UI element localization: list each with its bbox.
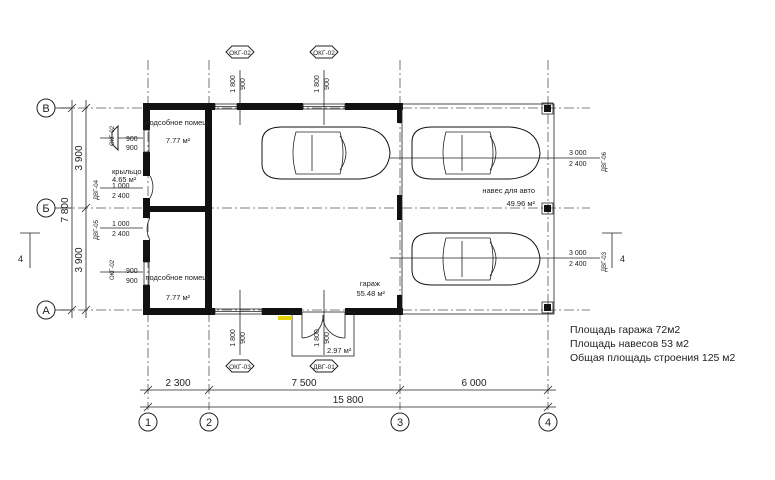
mark-okg02-top-left: ОКГ-02 xyxy=(225,45,255,59)
dim-bottom-3: 6 000 xyxy=(461,378,486,389)
size-left-2400b: 2 400 xyxy=(112,231,130,238)
mark-okg02-top-right: ОКГ-02 xyxy=(309,45,339,59)
mark-dvg01-bottom: ДВГ-01 xyxy=(309,359,339,373)
car-canopy-bottom xyxy=(411,232,541,286)
svg-text:А: А xyxy=(42,305,50,317)
room-podsobnoe-bottom-area: 7.77 м² xyxy=(166,293,191,302)
size-right-bottom-3000: 3 000 xyxy=(569,250,587,257)
mark-dvg05-left: ДВГ-05 xyxy=(94,219,100,240)
room-naves-area: 49.96 м² xyxy=(506,199,535,208)
room-kryltso-name: крыльцо xyxy=(112,167,142,176)
svg-text:В: В xyxy=(42,103,49,115)
svg-text:2: 2 xyxy=(206,417,212,429)
size-right-top-2400: 2 400 xyxy=(569,161,587,168)
axis-bubble-A: А xyxy=(36,300,72,320)
svg-text:4: 4 xyxy=(620,254,625,264)
size-right-bottom-2400: 2 400 xyxy=(569,261,587,268)
mark-okg02-left-bottom: ОКГ-02 xyxy=(110,259,116,280)
svg-text:ОКГ-02: ОКГ-02 xyxy=(110,125,116,146)
svg-text:ДВГ-05: ДВГ-05 xyxy=(94,219,100,240)
note-canopy-area: Площадь навесов 53 м2 xyxy=(570,338,689,350)
room-podsobnoe-top-area: 7.77 м² xyxy=(166,136,191,145)
size-bottom-right-1800: 1 800 xyxy=(314,329,321,347)
axis-bubble-2: 2 xyxy=(199,412,219,432)
svg-text:ДВГ-03: ДВГ-03 xyxy=(602,251,608,272)
size-top-right-1800: 1 800 xyxy=(314,75,321,93)
svg-text:ДВГ-04: ДВГ-04 xyxy=(94,179,100,200)
size-top-right-900: 900 xyxy=(324,78,331,90)
room-garage-name: гараж xyxy=(360,279,380,288)
doors xyxy=(146,175,355,357)
walls xyxy=(143,102,555,315)
size-top-left-1800: 1 800 xyxy=(230,75,237,93)
axis-bubble-4: 4 xyxy=(538,412,558,432)
size-right-top-3000: 3 000 xyxy=(569,150,587,157)
svg-text:ОКГ-02: ОКГ-02 xyxy=(313,50,335,57)
area-notes: Площадь гаража 72м2 Площадь навесов 53 м… xyxy=(570,323,735,365)
size-bottom-left-900: 900 xyxy=(240,332,247,344)
mark-dvg03-right-bottom: ДВГ-03 xyxy=(602,251,608,272)
leader-lines xyxy=(100,70,600,355)
dimension-chain-bottom xyxy=(140,385,556,412)
svg-text:4: 4 xyxy=(545,417,551,429)
svg-text:Б: Б xyxy=(42,203,49,215)
svg-text:4: 4 xyxy=(18,254,23,264)
svg-text:ОКГ-02: ОКГ-02 xyxy=(229,50,251,57)
room-kryltso-area: 4.65 м² xyxy=(112,175,137,184)
note-garage-area: Площадь гаража 72м2 xyxy=(570,324,681,336)
room-podsobnoe-bottom-name: подсобное помещ. xyxy=(145,273,210,282)
dim-bottom-2: 7 500 xyxy=(291,378,316,389)
section-mark-right: 4 xyxy=(602,232,625,268)
dimension-chain-left xyxy=(67,100,91,318)
size-left-top-900a: 900 xyxy=(126,136,138,143)
size-left-2400a: 2 400 xyxy=(112,193,130,200)
mark-dvg04-left: ДВГ-04 xyxy=(94,179,100,200)
mark-okg03-bottom: ОКГ-03 xyxy=(225,359,255,373)
axis-bubble-1: 1 xyxy=(138,412,158,432)
size-top-left-900: 900 xyxy=(240,78,247,90)
car-canopy-top xyxy=(411,126,541,180)
size-left-1000a: 1 000 xyxy=(112,183,130,190)
section-mark-left: 4 xyxy=(18,232,40,268)
axis-bubble-3: 3 xyxy=(390,412,410,432)
dim-left-1: 3 900 xyxy=(74,145,85,170)
axis-bubble-V: В xyxy=(36,98,72,118)
size-left-top-900b: 900 xyxy=(126,145,138,152)
room-podsobnoe-top-name: подсобное помещ. xyxy=(145,118,210,127)
dim-left-2: 3 900 xyxy=(74,247,85,272)
size-bottom-right-900: 900 xyxy=(324,332,331,344)
axis-bubble-B: Б xyxy=(36,198,72,218)
dim-left-total: 7 800 xyxy=(60,197,71,222)
svg-text:ДВГ-01: ДВГ-01 xyxy=(313,364,335,371)
size-bottom-left-1800: 1 800 xyxy=(230,329,237,347)
svg-text:3: 3 xyxy=(397,417,403,429)
note-total-area: Общая площадь строения 125 м2 xyxy=(570,352,736,364)
dim-bottom-1: 2 300 xyxy=(165,378,190,389)
svg-text:ДВГ-06: ДВГ-06 xyxy=(602,151,608,172)
size-left-bottom-900b: 900 xyxy=(126,278,138,285)
svg-text:ОКГ-02: ОКГ-02 xyxy=(110,259,116,280)
svg-text:1: 1 xyxy=(145,417,151,429)
car-garage xyxy=(261,126,391,180)
room-garage-area: 55.48 м² xyxy=(356,289,385,298)
mark-dvg06-right-top: ДВГ-06 xyxy=(602,151,608,172)
mark-okg02-left-top: ОКГ-02 xyxy=(110,124,119,152)
size-left-bottom-900a: 900 xyxy=(126,268,138,275)
room-entry-area: 2.97 м² xyxy=(327,346,352,355)
size-left-1000b: 1 000 xyxy=(112,221,130,228)
dim-bottom-total: 15 800 xyxy=(333,395,364,406)
room-naves-name: навес для авто xyxy=(482,186,535,195)
svg-text:ОКГ-03: ОКГ-03 xyxy=(229,364,251,371)
